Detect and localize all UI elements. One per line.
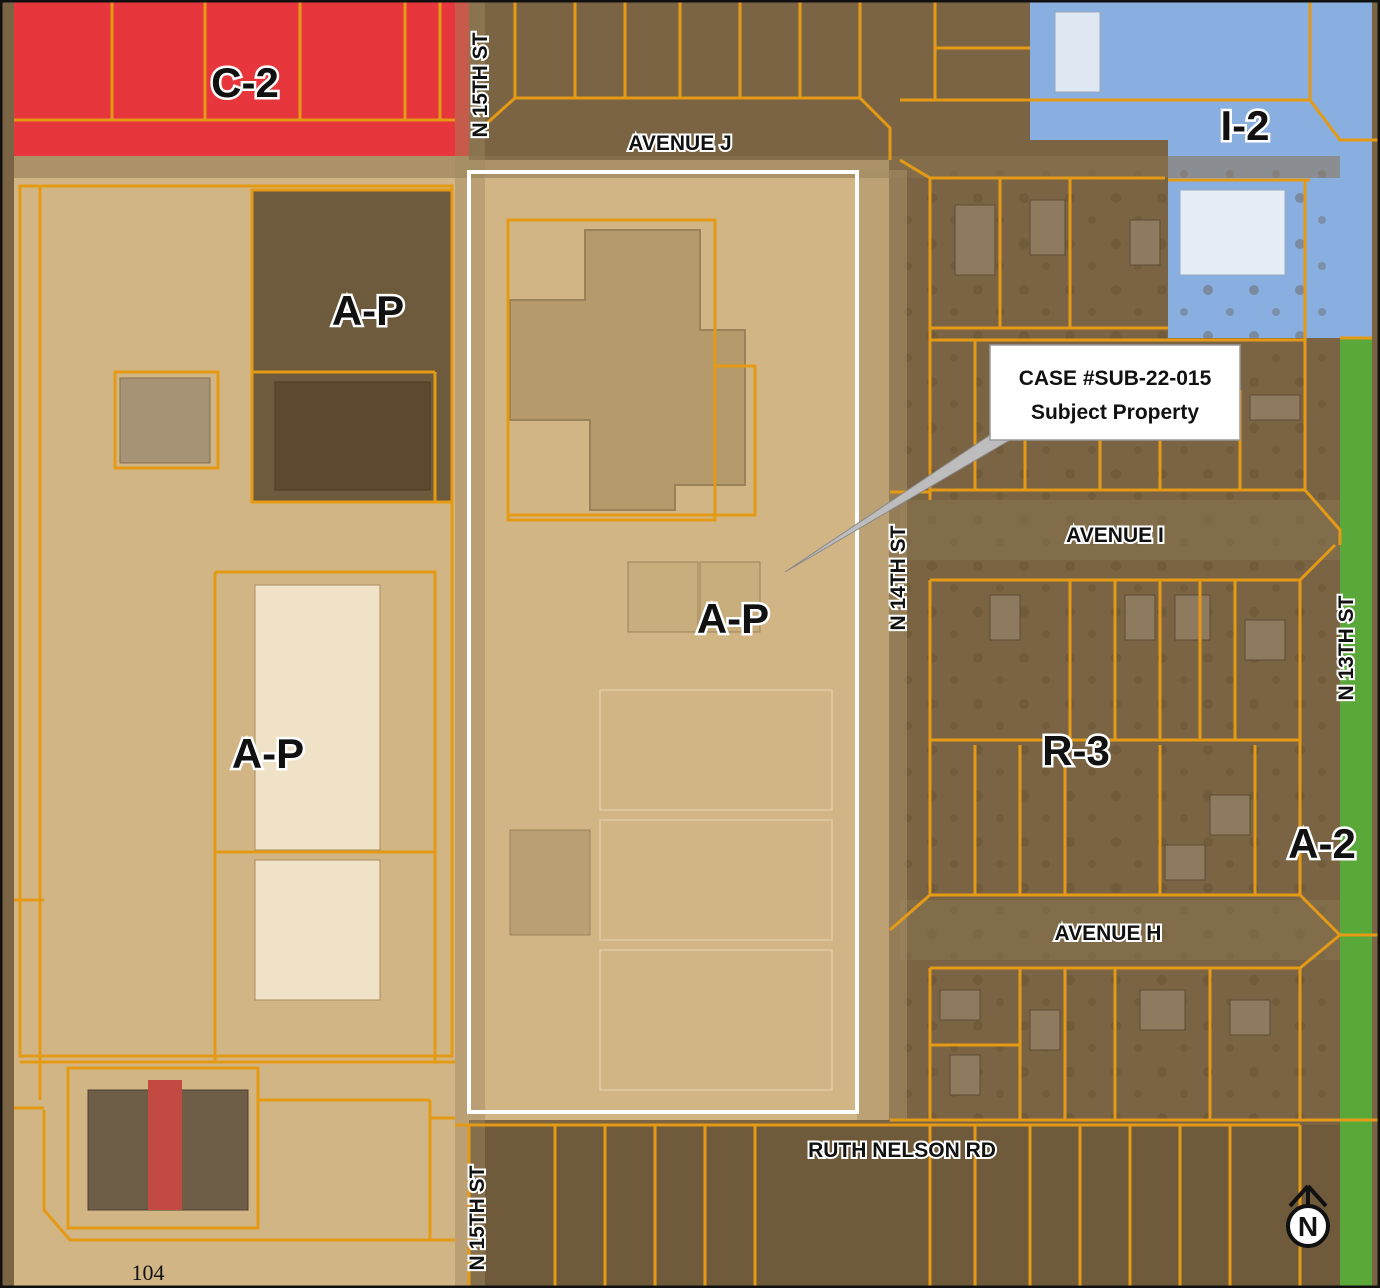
playground-2 (699, 561, 761, 633)
zone-label-a2: A-2 (1288, 820, 1356, 867)
street-label-n13th: N 13TH ST (1335, 595, 1358, 700)
west-building-1 (254, 584, 381, 851)
callout-case-number: CASE #SUB-22-015 (1019, 367, 1212, 390)
small-building (119, 377, 211, 464)
playground-1 (627, 561, 699, 633)
north-office-building (274, 381, 431, 491)
school-building (509, 229, 746, 511)
n14th-road (857, 170, 907, 1120)
callout-subject-property: Subject Property (1031, 401, 1199, 424)
callout-box (989, 344, 1241, 441)
zone-label-i2: I-2 (1220, 102, 1269, 149)
avenue-h-road (900, 900, 1340, 960)
field-lines-3 (599, 949, 833, 1091)
page-number: 104 (132, 1260, 165, 1285)
field-lines-1 (599, 689, 833, 811)
street-label-ruth-nelson: RUTH NELSON RD (808, 1139, 996, 1162)
avenue-j-road (14, 156, 1340, 178)
street-label-n15th-bottom: N 15TH ST (466, 1165, 489, 1270)
parcel-lines (14, 2, 1380, 1288)
north-arrow-letter: N (1298, 1211, 1318, 1242)
street-label-n15th-top: N 15TH ST (469, 32, 492, 137)
zone-label-ap-subject: A-P (697, 595, 769, 642)
industrial-building-2 (1179, 189, 1286, 276)
north-arrow-icon: N (1286, 1184, 1330, 1248)
zone-label-c2: C-2 (211, 59, 279, 106)
industrial-building-1 (1054, 11, 1101, 93)
zone-label-ap-west: A-P (232, 730, 304, 777)
zone-label-r3: R-3 (1042, 727, 1110, 774)
street-label-n14th: N 14TH ST (887, 525, 910, 630)
west-building-2 (254, 859, 381, 1001)
zone-label-ap-north: A-P (332, 287, 404, 334)
street-label-avenue-h: AVENUE H (1055, 922, 1162, 945)
street-label-avenue-i: AVENUE I (1066, 524, 1164, 547)
shelter-structure (509, 829, 591, 936)
southwest-red-roof (148, 1080, 182, 1210)
street-label-avenue-j: AVENUE J (628, 132, 731, 155)
south-road-corridor (469, 1125, 1340, 1288)
case-callout: CASE #SUB-22-015 Subject Property (784, 344, 1241, 573)
zone-c2-area (14, 2, 469, 156)
avenue-i-road (900, 500, 1340, 560)
green-strip-area (1340, 338, 1372, 1288)
subject-property-outline (467, 170, 859, 1114)
field-lines-2 (599, 819, 833, 941)
